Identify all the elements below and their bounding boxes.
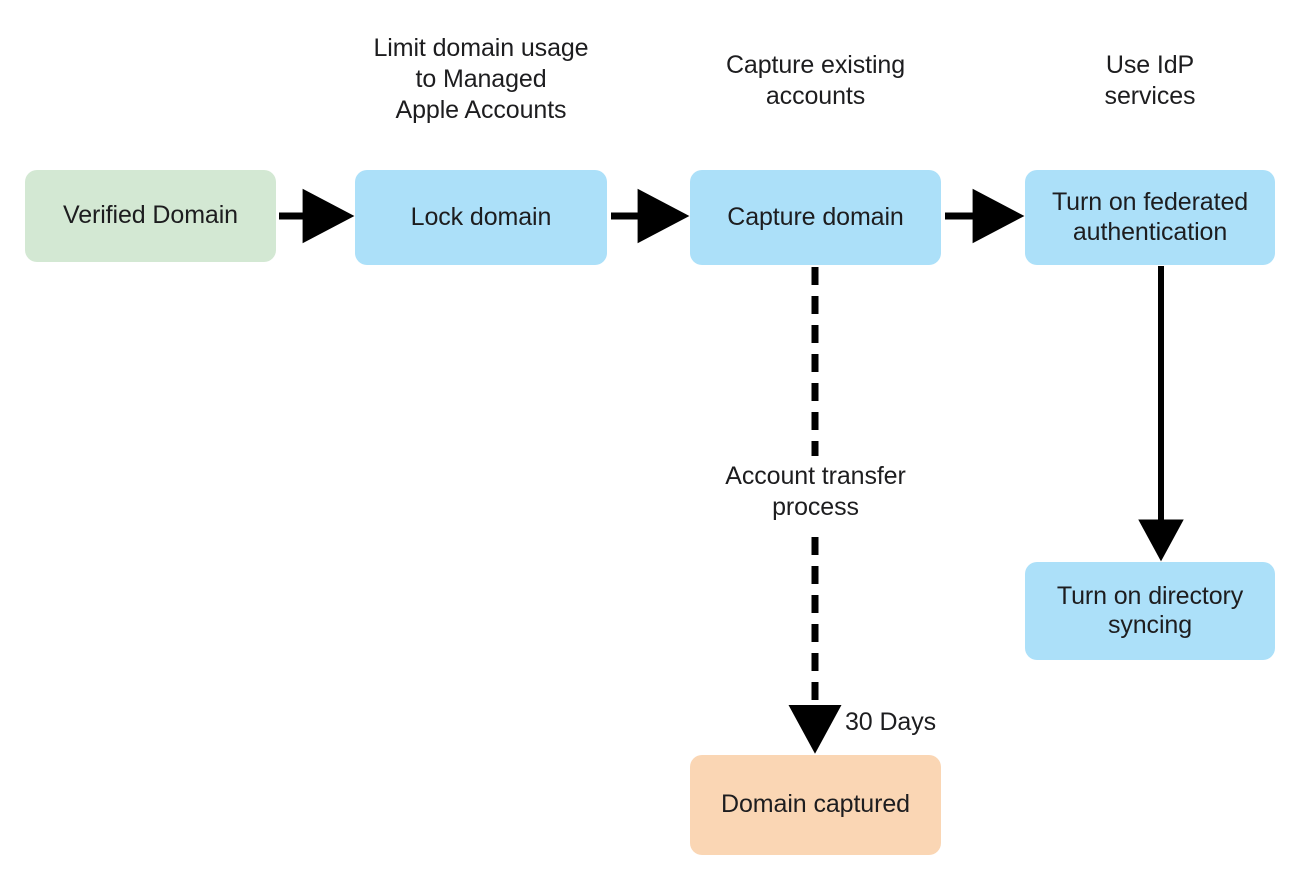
node-federated-authentication[interactable]: Turn on federated authentication: [1025, 170, 1275, 265]
node-directory-syncing[interactable]: Turn on directory syncing: [1025, 562, 1275, 660]
edge-label-account-transfer: Account transfer process: [682, 461, 949, 523]
caption-lock-domain: Limit domain usage to Managed Apple Acco…: [373, 34, 589, 124]
node-lock-domain[interactable]: Lock domain: [355, 170, 607, 265]
node-verified-domain[interactable]: Verified Domain: [25, 170, 276, 262]
node-capture-domain[interactable]: Capture domain: [690, 170, 941, 265]
node-capture-domain-label: Capture domain: [727, 202, 904, 231]
caption-capture-domain: Capture existing accounts: [725, 51, 906, 110]
edge-label-30-days: 30 Days: [845, 708, 937, 736]
node-directory-syncing-label: Turn on directory syncing: [1056, 581, 1244, 640]
caption-federated-authentication: Use IdP services: [1104, 51, 1196, 110]
node-federated-authentication-label: Turn on federated authentication: [1051, 188, 1249, 246]
node-lock-domain-label: Lock domain: [410, 202, 552, 231]
node-domain-captured-label: Domain captured: [721, 790, 910, 819]
node-verified-domain-label: Verified Domain: [63, 201, 238, 230]
node-domain-captured[interactable]: Domain captured: [690, 755, 941, 855]
